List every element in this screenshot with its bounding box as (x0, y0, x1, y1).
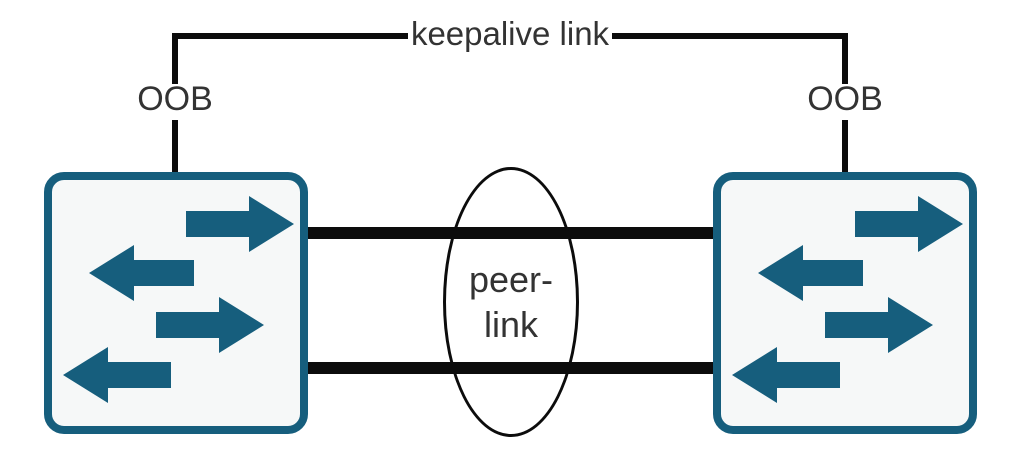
keepalive-right-drop-line (842, 33, 848, 84)
switch-icon (44, 172, 308, 434)
keepalive-line (175, 33, 845, 39)
arrow-left-icon (732, 347, 840, 403)
arrow-right-icon (156, 297, 264, 353)
arrow-left-icon (89, 245, 194, 301)
oob-label-left: OOB (137, 80, 213, 118)
arrow-left-icon (758, 245, 863, 301)
peer-link-label-line1: peer- (468, 259, 554, 300)
peer-link-ellipse (443, 167, 579, 437)
peer-link-label: peer- link (433, 257, 589, 347)
switch-left (44, 172, 308, 434)
arrow-left-icon (63, 347, 171, 403)
switch-icon (713, 172, 977, 434)
keepalive-left-drop-line (172, 33, 178, 84)
peer-link-label-line2: link (483, 304, 539, 345)
arrow-right-icon (186, 196, 294, 252)
switch-right (713, 172, 977, 434)
arrow-right-icon (855, 196, 963, 252)
oob-left-connector-line (172, 120, 178, 174)
oob-label-right: OOB (807, 80, 883, 118)
arrow-right-icon (825, 297, 933, 353)
oob-right-connector-line (842, 120, 848, 174)
